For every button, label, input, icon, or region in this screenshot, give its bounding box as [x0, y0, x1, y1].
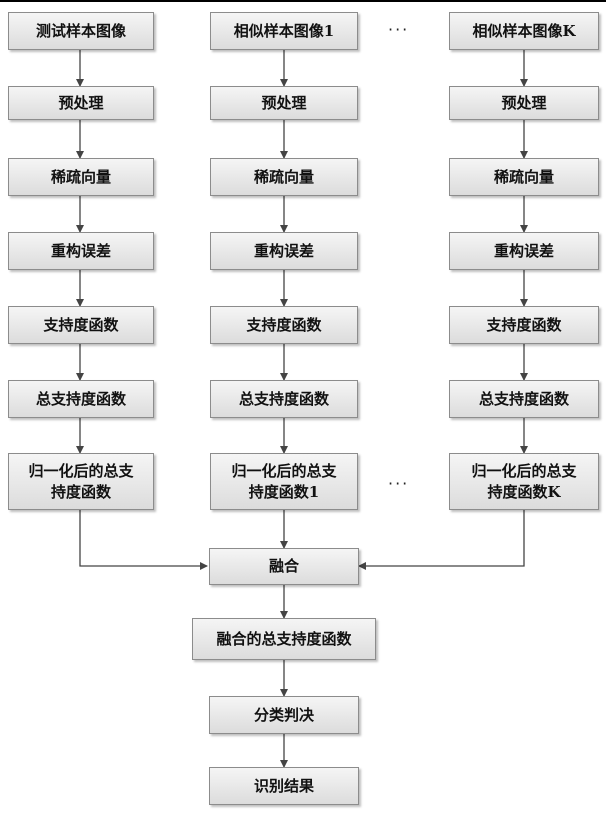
test-total-support-function-box: 总支持度函数 — [8, 380, 154, 418]
similark-sparse-vector-box: 稀疏向量 — [449, 158, 599, 196]
similark-sample-image-box: 相似样本图像K — [449, 12, 599, 50]
top-border-line — [0, 0, 606, 2]
similark-support-function-box: 支持度函数 — [449, 306, 599, 344]
similar1-reconstruction-error-box: 重构误差 — [210, 232, 358, 270]
arrow-simk-to-fusion — [358, 510, 525, 570]
similar1-support-function-box: 支持度函数 — [210, 306, 358, 344]
similar1-preprocess-box: 预处理 — [210, 86, 358, 120]
test-sample-image-box: 测试样本图像 — [8, 12, 154, 50]
ellipsis-bottom: ··· — [388, 474, 410, 493]
test-reconstruction-error-box: 重构误差 — [8, 232, 154, 270]
similark-reconstruction-error-box: 重构误差 — [449, 232, 599, 270]
similark-total-support-function-box: 总支持度函数 — [449, 380, 599, 418]
similar1-normalized-total-support-box: 归一化后的总支 持度函数1 — [210, 453, 358, 510]
fused-total-support-function-box: 融合的总支持度函数 — [192, 618, 376, 660]
test-sparse-vector-box: 稀疏向量 — [8, 158, 154, 196]
recognition-result-box: 识别结果 — [209, 767, 359, 805]
test-support-function-box: 支持度函数 — [8, 306, 154, 344]
fusion-box: 融合 — [209, 548, 359, 585]
similar1-sample-image-box: 相似样本图像1 — [210, 12, 358, 50]
test-normalized-total-support-box: 归一化后的总支 持度函数 — [8, 453, 154, 510]
ellipsis-top: ··· — [388, 20, 410, 39]
arrow-test-to-fusion — [79, 510, 208, 570]
classification-decision-box: 分类判决 — [209, 696, 359, 734]
test-preprocess-box: 预处理 — [8, 86, 154, 120]
similar1-sparse-vector-box: 稀疏向量 — [210, 158, 358, 196]
similark-normalized-total-support-box: 归一化后的总支 持度函数K — [449, 453, 599, 510]
similar1-total-support-function-box: 总支持度函数 — [210, 380, 358, 418]
similark-preprocess-box: 预处理 — [449, 86, 599, 120]
